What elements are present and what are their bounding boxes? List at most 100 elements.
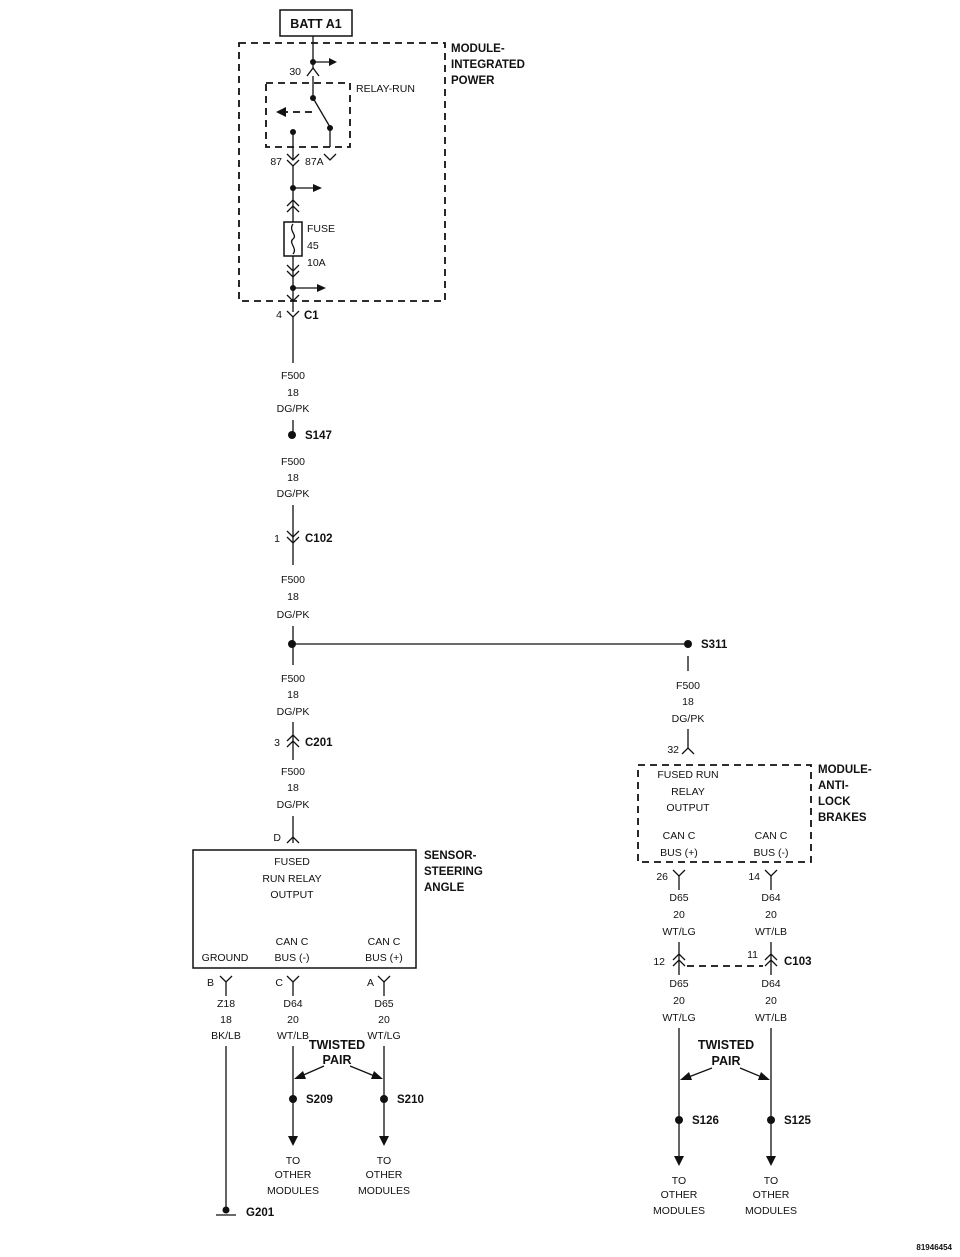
abs-output-line-3: OUTPUT	[666, 802, 710, 814]
fuse-number: 45	[307, 240, 319, 252]
c201-pin: 3	[274, 737, 280, 749]
to-other-modules-3: MODULES	[358, 1185, 410, 1197]
relay-coil-arrow-icon	[276, 107, 286, 117]
wire-f500-color: DG/PK	[672, 713, 705, 725]
fuse-rating: 10A	[307, 257, 326, 269]
arrow-down-icon	[379, 1136, 389, 1146]
wire-d65-color: WT/LG	[662, 926, 695, 938]
to-other-modules-3: MODULES	[267, 1185, 319, 1197]
splice-s125-label: S125	[784, 1115, 811, 1127]
sensor-can-minus-1: CAN C	[276, 936, 309, 948]
c103-pin-left: 12	[653, 956, 665, 968]
to-other-modules-1: TO	[764, 1175, 778, 1187]
abs-title-2: ANTI-	[818, 780, 849, 792]
abs-title-4: BRAKES	[818, 812, 867, 824]
abs-output-line-1: FUSED RUN	[657, 769, 718, 781]
arrow-left-icon	[294, 1071, 306, 1079]
splice-s147-dot	[288, 431, 296, 439]
wire-d64-circuit: D64	[761, 978, 780, 990]
arrow-right-icon	[371, 1071, 383, 1079]
splice-s209-label: S209	[306, 1094, 333, 1106]
splice-s126-label: S126	[692, 1115, 719, 1127]
wire-f500-color: DG/PK	[277, 403, 310, 415]
wire-d65-circuit: D65	[669, 892, 688, 904]
arrow-right-icon	[758, 1072, 770, 1080]
wire-f500-gauge: 18	[287, 387, 299, 399]
wire-d64-circuit: D64	[283, 998, 302, 1010]
battery-label: BATT A1	[290, 17, 341, 31]
wire-f500-color: DG/PK	[277, 609, 310, 621]
wire-d65-color: WT/LG	[367, 1030, 400, 1042]
to-other-modules-2: OTHER	[366, 1169, 403, 1181]
wire-f500-gauge: 18	[682, 696, 694, 708]
twisted-pair-label-right-2: PAIR	[712, 1054, 741, 1068]
abs-can-minus-2: BUS (-)	[754, 847, 789, 859]
abs-can-minus-1: CAN C	[755, 830, 788, 842]
sensor-output-line-3: OUTPUT	[270, 889, 314, 901]
wire-z18-gauge: 18	[220, 1014, 232, 1026]
wire-f500-gauge: 18	[287, 472, 299, 484]
wire-d64-gauge: 20	[765, 909, 777, 921]
wire-d65-circuit: D65	[374, 998, 393, 1010]
splice-s311-label: S311	[701, 639, 728, 651]
pin-a-label: A	[367, 977, 374, 989]
wire-f500-color: DG/PK	[277, 488, 310, 500]
arrow-right-icon	[317, 284, 326, 292]
pin-b-label: B	[207, 977, 214, 989]
pin-87-label: 87	[270, 156, 282, 168]
pin-30-label: 30	[289, 66, 301, 78]
sensor-title-1: SENSOR-	[424, 850, 477, 862]
to-other-modules-1: TO	[377, 1155, 391, 1167]
arrow-right-icon	[329, 58, 337, 66]
power-module-title-1: MODULE-	[451, 43, 505, 55]
c102-label: C102	[305, 533, 333, 545]
pin-c-label: C	[275, 977, 283, 989]
power-module-title-2: INTEGRATED	[451, 59, 525, 71]
splice-s210-label: S210	[397, 1094, 424, 1106]
wire-d64-color: WT/LB	[755, 926, 787, 938]
arrow-down-icon	[288, 1136, 298, 1146]
c1-pin: 4	[276, 309, 282, 321]
steering-angle-sensor: FUSED RUN RELAY OUTPUT GROUND CAN C BUS …	[192, 849, 483, 969]
pin-26-label: 26	[656, 871, 668, 883]
abs-input-pin: 32	[667, 744, 679, 756]
fuse-icon	[290, 223, 296, 255]
wire-d65-circuit: D65	[669, 978, 688, 990]
to-other-modules-1: TO	[672, 1175, 686, 1187]
wire-f500-color: DG/PK	[277, 706, 310, 718]
sensor-can-minus-2: BUS (-)	[275, 952, 310, 964]
power-module: MODULE- INTEGRATED POWER 30 RELAY-RUN 87…	[238, 36, 525, 312]
wire-d65-gauge: 20	[378, 1014, 390, 1026]
wire-d64-gauge: 20	[765, 995, 777, 1007]
wire-d64-color: WT/LB	[277, 1030, 309, 1042]
splice-s147-label: S147	[305, 430, 332, 442]
power-module-title-3: POWER	[451, 75, 495, 87]
to-other-modules-2: OTHER	[661, 1189, 698, 1201]
to-other-modules-1: TO	[286, 1155, 300, 1167]
battery-block: BATT A1	[279, 9, 353, 37]
abs-title-1: MODULE-	[818, 764, 872, 776]
sensor-can-plus-1: CAN C	[368, 936, 401, 948]
wire-f500-circuit: F500	[281, 766, 305, 778]
arrow-left-icon	[680, 1072, 692, 1080]
sensor-output-line-1: FUSED	[274, 856, 310, 868]
abs-title-3: LOCK	[818, 796, 851, 808]
fuse-label: FUSE	[307, 223, 335, 235]
arrow-down-icon	[674, 1156, 684, 1166]
abs-can-plus-2: BUS (+)	[660, 847, 698, 859]
c103-label: C103	[784, 956, 812, 968]
c102-pin: 1	[274, 533, 280, 545]
wire-f500-color: DG/PK	[277, 799, 310, 811]
ground-icon	[222, 1206, 230, 1214]
wire-d65-gauge: 20	[673, 995, 685, 1007]
c1-label: C1	[304, 310, 319, 322]
sensor-input-pin: D	[273, 832, 281, 844]
wire-f500-gauge: 18	[287, 591, 299, 603]
wire-z18-color: BK/LB	[211, 1030, 241, 1042]
wire-d64-circuit: D64	[761, 892, 780, 904]
c201-label: C201	[305, 737, 333, 749]
wire-f500-circuit: F500	[281, 673, 305, 685]
sensor-can-plus-2: BUS (+)	[365, 952, 403, 964]
sensor-title-2: STEERING	[424, 866, 483, 878]
